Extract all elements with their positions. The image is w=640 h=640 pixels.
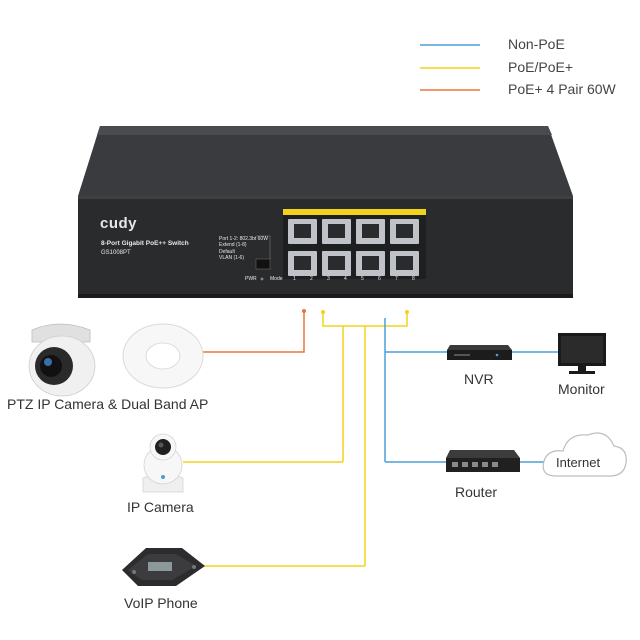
non-poe-lines <box>384 318 558 463</box>
port-label: 7 <box>395 276 398 282</box>
mode-line: VLAN (1-6) <box>219 254 245 261</box>
mode-legend: Port 1-2: 802.3bt 60W Extend (1-8) Defau… <box>219 236 268 261</box>
nvr-label: NVR <box>464 371 494 387</box>
ptz-camera-icon <box>28 323 96 397</box>
ip-camera-label: IP Camera <box>127 499 194 515</box>
mode-line: Default <box>219 248 235 255</box>
switch <box>78 126 573 298</box>
mode-label: Mode <box>270 276 283 282</box>
line-poe60w-ptz <box>203 311 305 353</box>
port-label: 5 <box>361 276 364 282</box>
port-block <box>283 215 426 279</box>
mode-line: Port 1-2: 802.3bt 60W <box>219 236 268 242</box>
ptz-label: PTZ IP Camera & Dual Band AP <box>7 396 209 412</box>
legend-label-poe: PoE/PoE+ <box>508 59 573 75</box>
switch-model: GS1008PT <box>101 250 131 256</box>
nvr-icon <box>447 345 512 360</box>
legend-label-non-poe: Non-PoE <box>508 36 565 52</box>
poe-lines <box>183 312 408 567</box>
internet-cloud-icon <box>542 432 627 477</box>
pwr-led <box>260 277 264 281</box>
ip-camera-icon <box>142 433 184 493</box>
router-label: Router <box>455 484 498 500</box>
monitor-icon <box>558 333 606 374</box>
pwr-label: PWR <box>245 276 257 282</box>
port-label: 6 <box>378 276 381 282</box>
port-label: 8 <box>412 276 415 282</box>
mode-switch <box>255 258 271 270</box>
switch-brand: cudy <box>100 215 138 232</box>
switch-name: 8-Port Gigabit PoE++ Switch <box>101 240 189 247</box>
poe-strip <box>283 209 426 215</box>
voip-phone-icon <box>122 548 205 586</box>
switch-top <box>78 126 573 196</box>
port-label: 4 <box>344 276 347 282</box>
router-icon <box>446 450 520 472</box>
mode-line: Extend (1-8) <box>219 242 247 249</box>
monitor-label: Monitor <box>558 381 605 397</box>
port-label: 1 <box>293 276 296 282</box>
legend-label-poe-60w: PoE+ 4 Pair 60W <box>508 81 616 97</box>
port-label: 2 <box>310 276 313 282</box>
port-label: 3 <box>327 276 330 282</box>
voip-label: VoIP Phone <box>124 595 198 611</box>
internet-label: Internet <box>556 455 601 470</box>
access-point-icon <box>122 323 204 389</box>
